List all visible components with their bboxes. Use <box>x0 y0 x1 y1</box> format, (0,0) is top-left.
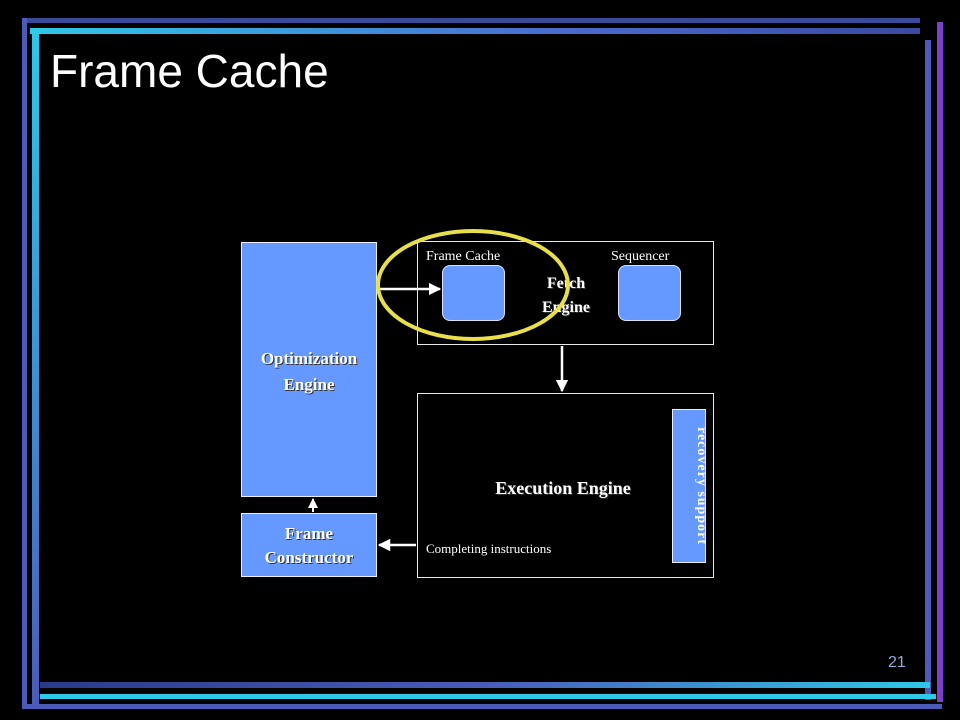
frame-bar-top-dark <box>22 18 920 23</box>
execution-engine-box <box>417 393 714 578</box>
frame-constructor-label: Frame Constructor <box>264 524 354 567</box>
frame-cache-label: Frame Cache <box>426 249 501 264</box>
frame-bar-top <box>30 28 920 34</box>
highlight-circle <box>376 229 570 341</box>
frame-constructor-box <box>241 513 377 577</box>
frame-bar-left-inner <box>32 28 39 708</box>
optimization-engine-label: Optimization Engine <box>260 349 358 394</box>
slide-title: Frame Cache <box>50 45 329 97</box>
sequencer-label: Sequencer <box>611 249 670 264</box>
optimization-engine-box <box>241 242 377 497</box>
frame-bar-bottom-outer <box>22 704 942 709</box>
frame-bar-bottom-accent <box>40 694 936 699</box>
recovery-support-box <box>672 409 706 563</box>
completing-instructions-label: Completing instructions <box>426 541 552 556</box>
frame-bar-right-outer <box>937 22 943 702</box>
frame-bar-right-inner <box>925 40 931 700</box>
frame-bar-bottom-inner <box>40 682 930 688</box>
page-number: 21 <box>888 654 906 671</box>
execution-engine-label: Execution Engine <box>495 478 631 498</box>
frame-bar-left-outer <box>22 18 27 708</box>
frame-cache-block <box>442 265 505 321</box>
sequencer-block <box>618 265 681 321</box>
